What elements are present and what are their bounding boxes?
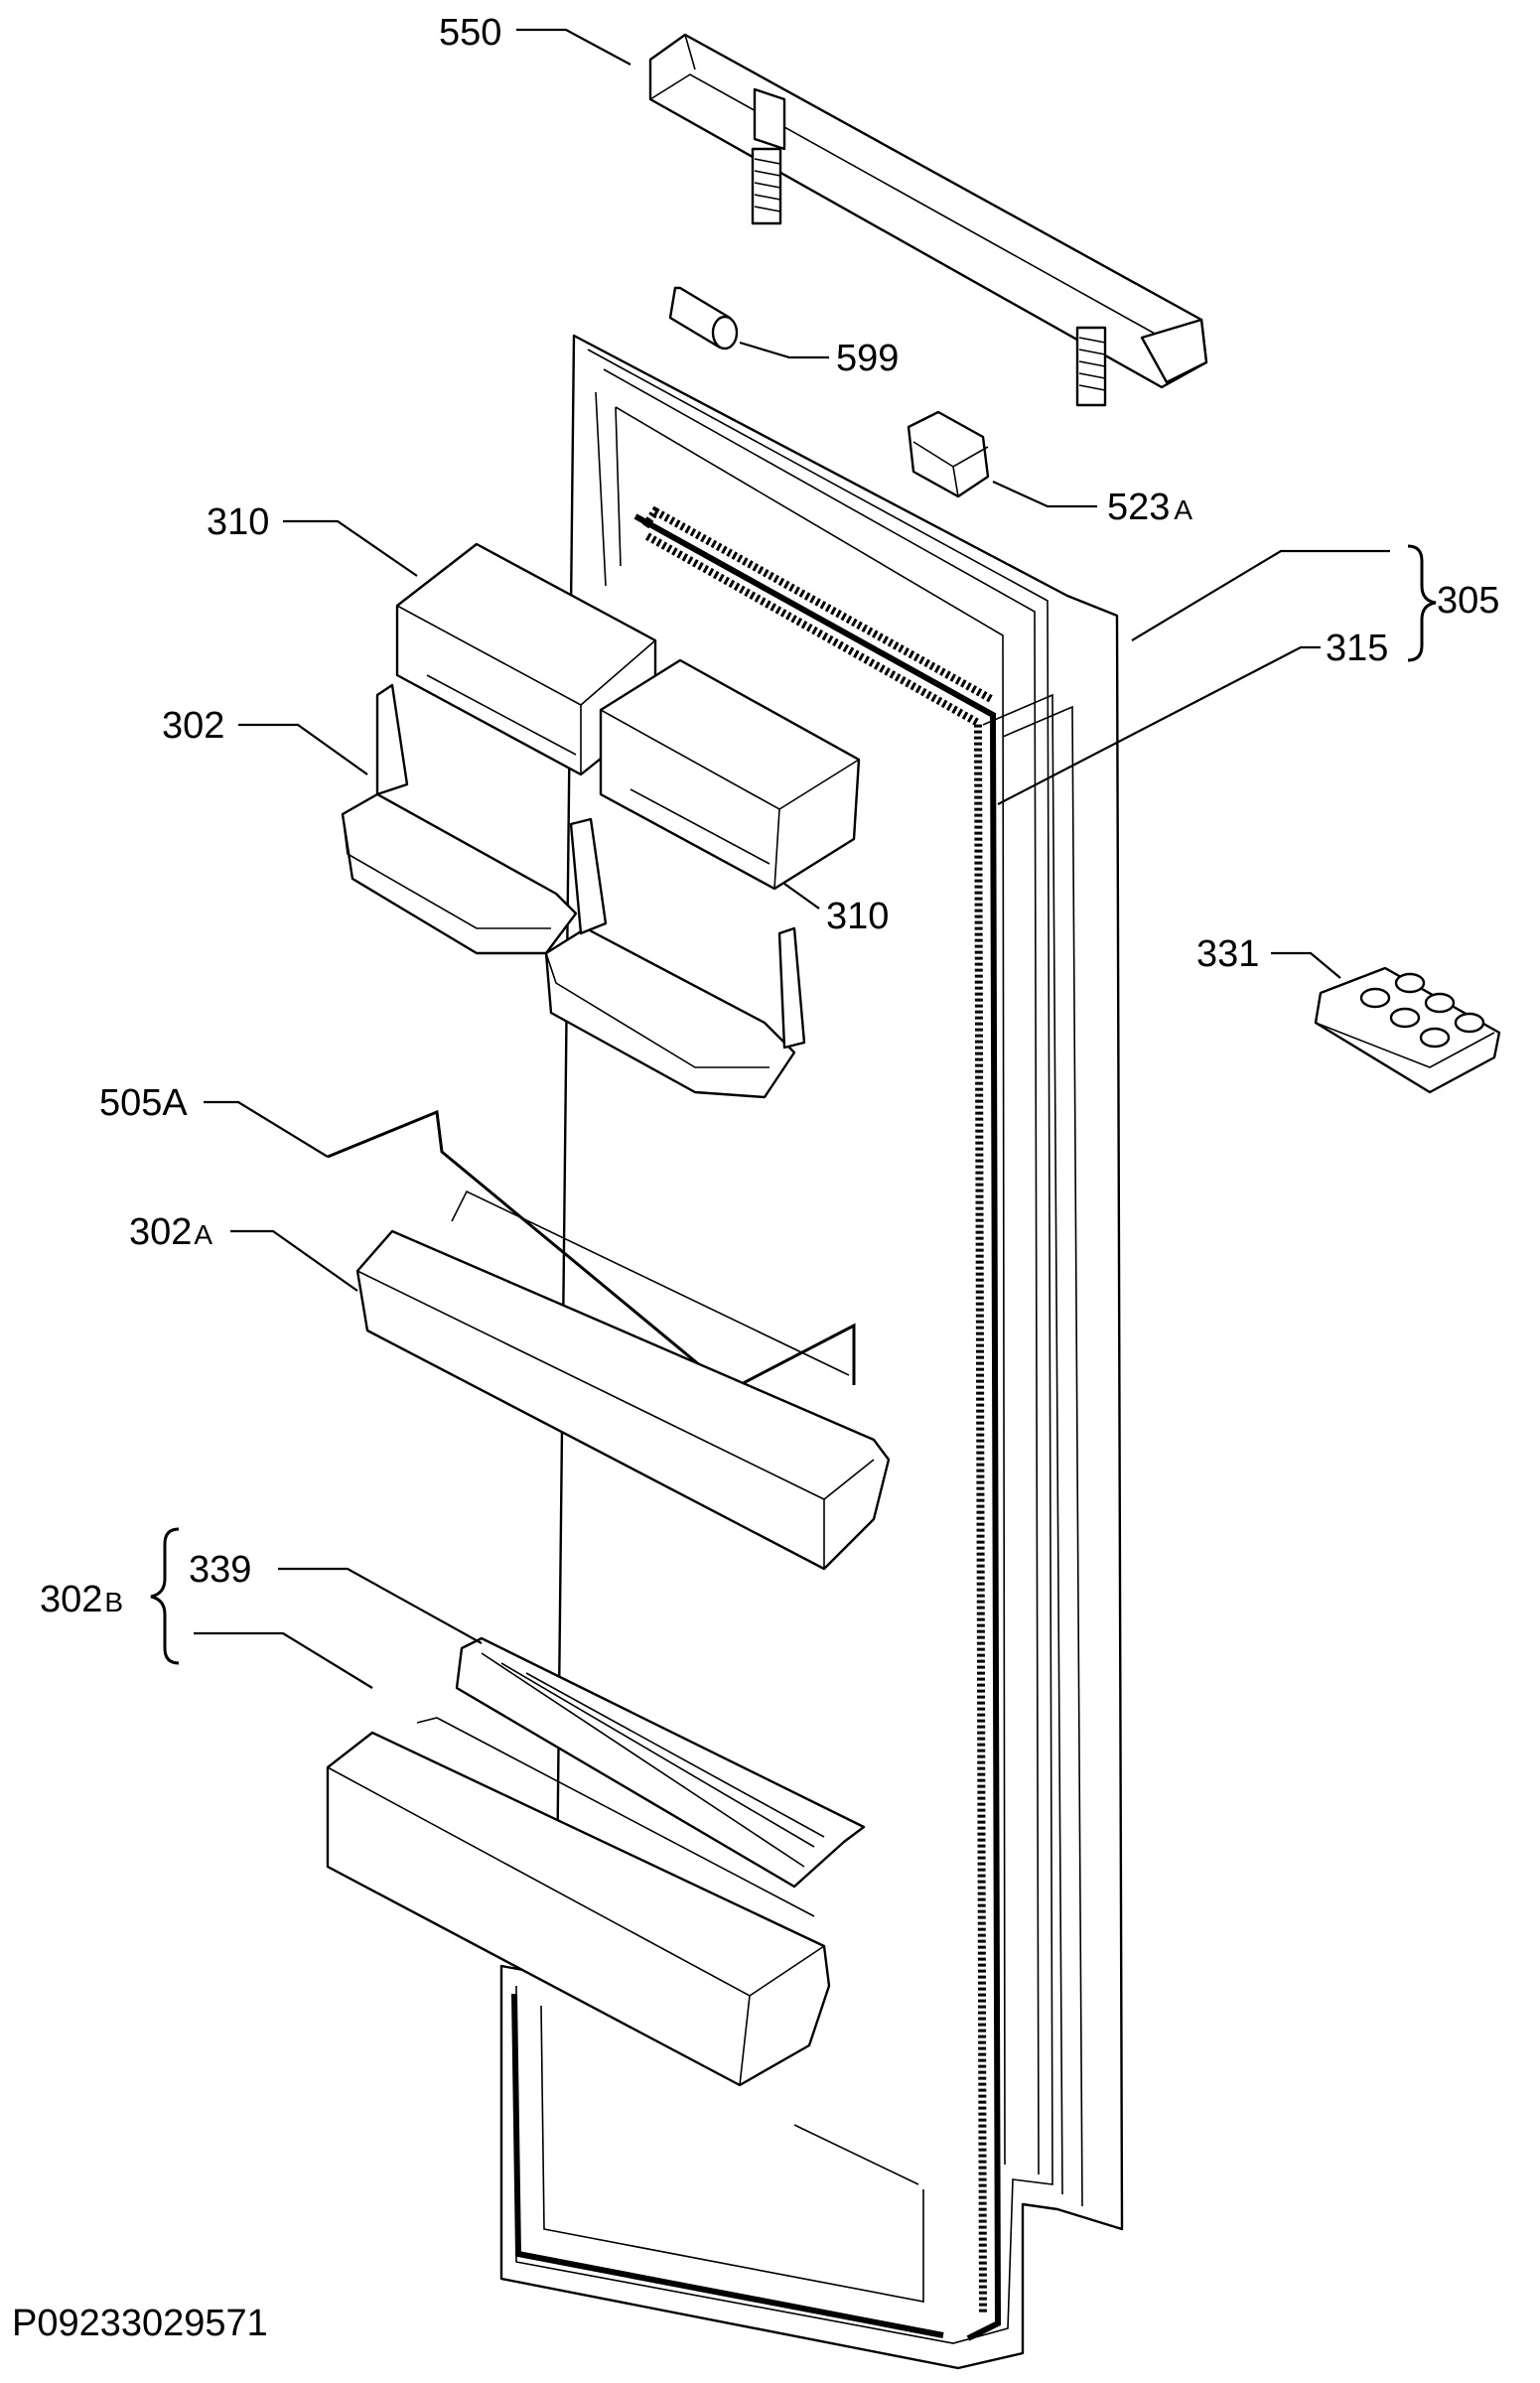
part-302-bin-left (341, 683, 578, 955)
label-310-mid: 310 (826, 896, 889, 937)
door-top-seal (641, 505, 995, 704)
label-599: 599 (836, 338, 899, 379)
door-inner-frame-3 (595, 391, 607, 587)
brace-302b (150, 1527, 180, 1665)
part-505a-wire (327, 1109, 856, 1392)
label-550: 550 (439, 12, 501, 54)
leader-305 (1131, 549, 1390, 641)
door-liner (615, 406, 1006, 2166)
leader-302a (230, 1229, 358, 1292)
leader-310a (283, 519, 418, 577)
door-gasket-outer-2 (1002, 705, 1083, 2207)
label-305: 305 (1437, 580, 1499, 622)
leader-302 (238, 723, 368, 775)
leader-302b (194, 1631, 373, 1689)
door-gasket-texture (645, 532, 987, 2314)
leader-315 (997, 645, 1321, 805)
label-302: 302 (162, 705, 224, 747)
part-302a-bin (355, 1190, 891, 1571)
leader-505a (204, 1100, 329, 1158)
door-bottom-gasket (511, 1993, 944, 2338)
leader-339 (278, 1567, 483, 1644)
part-331-egg-tray (1314, 966, 1501, 1094)
label-302a: 302A (129, 1211, 212, 1253)
label-302b: 302B (40, 1579, 123, 1620)
leader-lines (194, 28, 1390, 1689)
label-505a: 505A (99, 1082, 188, 1124)
part-599-cylinder (668, 286, 739, 350)
leader-599 (739, 341, 829, 359)
door-inner-frame-2 (603, 368, 1040, 2175)
door-bottom-bar (793, 2124, 919, 2185)
door-gasket-outer (982, 693, 1063, 2195)
drawing-id: P09233029571 (12, 2303, 268, 2344)
part-550-hinge-bar (648, 33, 1208, 407)
door-outer-panel (499, 334, 1124, 2370)
part-310-cover-right (599, 658, 861, 891)
door-bottom-inner (540, 2005, 924, 2303)
part-302b-bin (326, 1717, 831, 2087)
label-315: 315 (1326, 628, 1388, 669)
label-331: 331 (1196, 933, 1259, 975)
leader-550 (516, 28, 631, 66)
label-310-top: 310 (207, 501, 269, 543)
label-339: 339 (189, 1549, 251, 1591)
door-assembly (499, 334, 1124, 2370)
leader-310b (783, 883, 820, 910)
leader-523a (992, 480, 1097, 508)
part-523a-block (907, 410, 990, 498)
part-339-grille (455, 1636, 866, 1889)
brace-305 (1407, 544, 1437, 662)
door-inner-frame (515, 349, 1053, 2344)
part-302-bin-right (544, 817, 806, 1099)
door-gasket (633, 513, 1002, 2341)
leader-331 (1271, 951, 1341, 979)
